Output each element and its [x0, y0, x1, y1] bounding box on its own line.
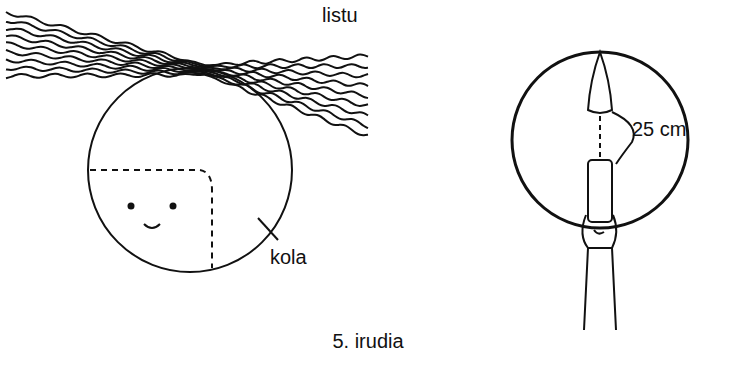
- dimension-bracket: [612, 112, 634, 164]
- bud-shape: [588, 52, 612, 113]
- smile: [144, 224, 160, 228]
- right-circle: [512, 52, 688, 228]
- part-label: listu: [322, 4, 358, 26]
- dimension-label: 25 cm: [632, 118, 686, 140]
- finger-tip: [582, 215, 616, 248]
- hair-line: [205, 74, 368, 129]
- hair-line: [205, 72, 368, 115]
- head-circle: [88, 68, 292, 272]
- hair-line: [6, 12, 205, 65]
- hair-line: [205, 55, 368, 66]
- leader-line: [258, 218, 278, 240]
- tube: [588, 160, 612, 222]
- hair-line: [205, 75, 368, 135]
- eye: [170, 203, 177, 210]
- nail: [594, 230, 604, 234]
- hair-line: [6, 73, 205, 78]
- figure-caption: 5. irudia: [332, 330, 403, 352]
- part-label: kola: [270, 246, 307, 268]
- hair-line: [6, 67, 205, 74]
- hair-line: [6, 59, 205, 72]
- dashed-mark: [90, 170, 212, 268]
- finger: [584, 248, 616, 330]
- eye: [128, 203, 135, 210]
- hair-lines: [6, 12, 368, 135]
- dashed-axis: [599, 116, 601, 160]
